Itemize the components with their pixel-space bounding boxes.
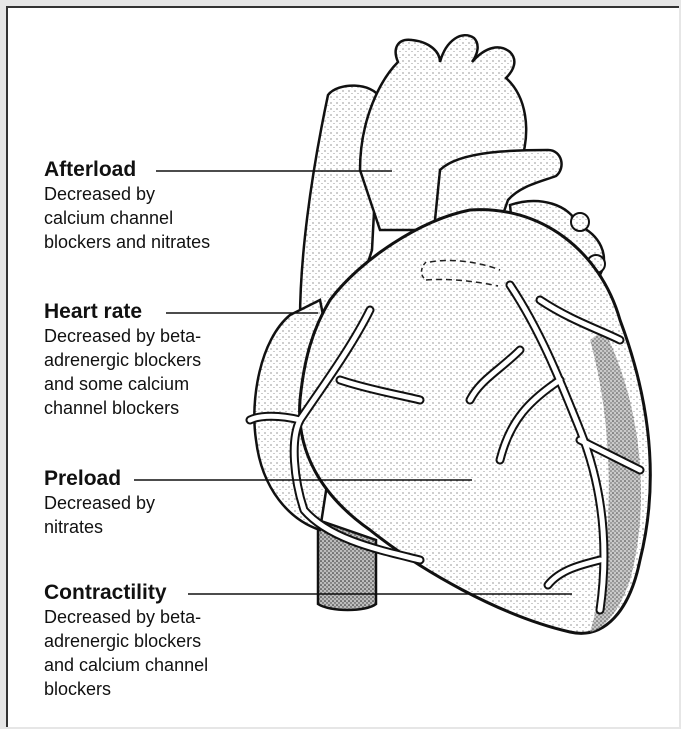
desc-line: adrenergic blockers bbox=[44, 629, 208, 653]
label-title: Preload bbox=[44, 467, 155, 491]
preload-label: Preload Decreased by nitrates bbox=[44, 467, 155, 539]
label-description: Decreased by nitrates bbox=[44, 491, 155, 539]
label-description: Decreased by calcium channel blockers an… bbox=[44, 182, 210, 254]
desc-line: adrenergic blockers bbox=[44, 348, 201, 372]
desc-line: blockers bbox=[44, 677, 208, 701]
label-description: Decreased by beta- adrenergic blockers a… bbox=[44, 605, 208, 701]
desc-line: blockers and nitrates bbox=[44, 230, 210, 254]
label-title: Afterload bbox=[44, 158, 210, 182]
desc-line: and some calcium bbox=[44, 372, 201, 396]
desc-line: Decreased by beta- bbox=[44, 324, 201, 348]
desc-line: nitrates bbox=[44, 515, 155, 539]
desc-line: channel blockers bbox=[44, 396, 201, 420]
heart-rate-label: Heart rate Decreased by beta- adrenergic… bbox=[44, 300, 201, 420]
afterload-label: Afterload Decreased by calcium channel b… bbox=[44, 158, 210, 254]
label-title: Heart rate bbox=[44, 300, 201, 324]
contractility-label: Contractility Decreased by beta- adrener… bbox=[44, 581, 208, 701]
desc-line: Decreased by bbox=[44, 182, 210, 206]
desc-line: Decreased by beta- bbox=[44, 605, 208, 629]
label-title: Contractility bbox=[44, 581, 208, 605]
desc-line: Decreased by bbox=[44, 491, 155, 515]
desc-line: and calcium channel bbox=[44, 653, 208, 677]
desc-line: calcium channel bbox=[44, 206, 210, 230]
label-description: Decreased by beta- adrenergic blockers a… bbox=[44, 324, 201, 420]
